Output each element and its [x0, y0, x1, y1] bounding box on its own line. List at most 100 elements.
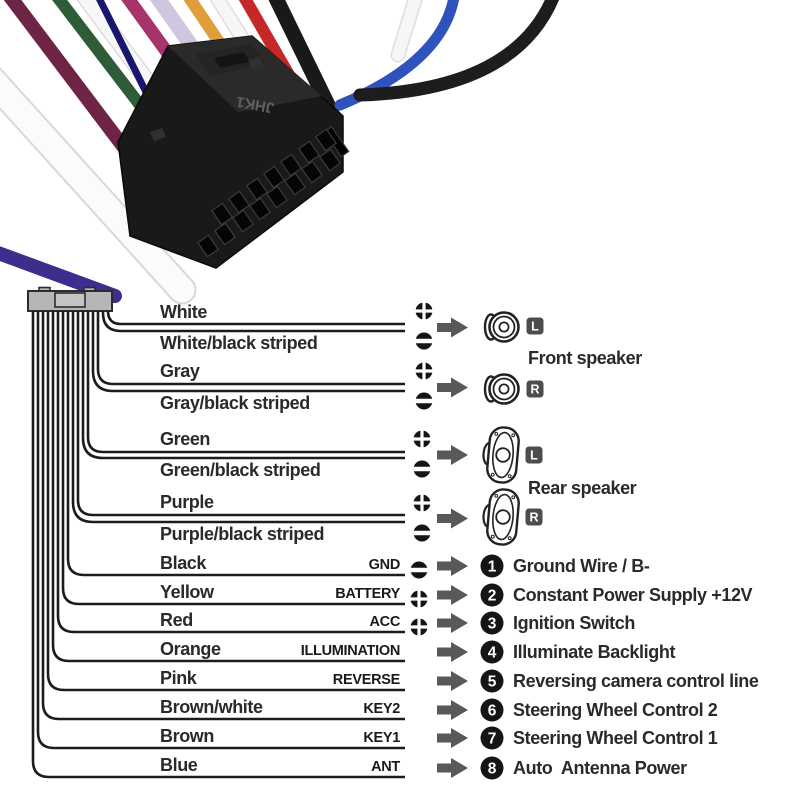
- pin-hole: [318, 148, 342, 172]
- pin-hole: [262, 165, 286, 189]
- wire-line-white: [106, 310, 405, 326]
- wire-label: Green/black striped: [160, 460, 320, 480]
- pin-hole: [300, 160, 324, 184]
- connector-photo-body: JHK1: [117, 35, 350, 269]
- wire-line-green: [86, 311, 405, 454]
- right-channel-badge: R: [525, 508, 543, 526]
- minus-icon: [413, 524, 431, 542]
- pin-hole: [248, 197, 272, 221]
- wire-label: Red: [160, 610, 193, 630]
- number-circle: [480, 726, 504, 750]
- number-circle: [480, 583, 504, 607]
- front-speaker-right-icon: [483, 373, 520, 405]
- symbol-tab: [54, 292, 86, 308]
- terminal-label: GND: [369, 557, 400, 573]
- connector-marking-text: JHK1: [235, 93, 276, 116]
- number-text: 4: [488, 645, 497, 662]
- plus-icon: [413, 494, 431, 512]
- function-row: 7 Steering Wheel Control 1: [480, 726, 718, 750]
- wire-line-yellow: [61, 311, 405, 606]
- function-list: 1 Ground Wire / B- 2 Constant Power Supp…: [480, 554, 759, 780]
- pin-hole: [213, 222, 237, 246]
- plus-icon: [413, 430, 431, 448]
- badge-letter: L: [531, 320, 539, 334]
- wire-line-green-black: [81, 311, 405, 460]
- connector-clip-left: [150, 128, 166, 141]
- speaker-icons: [482, 311, 520, 546]
- number-text: 5: [488, 674, 497, 691]
- number-text: 6: [488, 703, 497, 720]
- number-text: 2: [488, 588, 497, 605]
- wire-line-brown: [36, 311, 405, 750]
- wire-label: Brown: [160, 726, 214, 746]
- rear-speaker-label: Rear speaker: [528, 478, 637, 498]
- arrow-icon: [437, 377, 468, 398]
- badge-letter: L: [530, 449, 538, 463]
- function-text: Constant Power Supply +12V: [513, 585, 753, 605]
- arrow-icon: [437, 758, 468, 778]
- harness-connector-symbol: [27, 286, 113, 312]
- arrow-icon: [437, 642, 468, 662]
- wire-lines: [31, 310, 405, 779]
- plus-icon: [415, 302, 433, 320]
- minus-icon: [410, 561, 428, 579]
- function-text: Steering Wheel Control 1: [513, 728, 718, 748]
- arrow-icon: [437, 700, 468, 720]
- pin-hole: [297, 140, 321, 164]
- plus-icon: [410, 590, 428, 608]
- wire-label: Gray/black striped: [160, 393, 310, 413]
- arrow-icon: [437, 445, 468, 465]
- pin-hole: [314, 128, 338, 152]
- function-text: Auto Antenna Power: [513, 758, 687, 778]
- wire-label: Orange: [160, 639, 221, 659]
- terminal-labels: GND BATTERY ACC ILLUMINATION REVERSE KEY…: [301, 557, 401, 775]
- wire-line-black: [66, 311, 405, 577]
- arrow-icon: [437, 556, 468, 576]
- front-speaker-label: Front speaker: [528, 348, 642, 368]
- function-row: 8 Auto Antenna Power: [480, 756, 688, 780]
- connector-clip-right: [248, 57, 264, 69]
- number-circle: [480, 756, 504, 780]
- wire-label: Gray: [160, 361, 200, 381]
- number-text: 7: [488, 731, 497, 748]
- wire-label: Yellow: [160, 582, 215, 602]
- function-row: 2 Constant Power Supply +12V: [480, 583, 753, 607]
- number-circle: [480, 554, 504, 578]
- badge-letter: R: [530, 383, 539, 397]
- purple-wire: [0, 246, 122, 303]
- pin-holes-back-row: [210, 128, 338, 226]
- rear-speaker-left-icon: [482, 426, 520, 484]
- number-text: 1: [488, 559, 497, 576]
- pin-holes-front-row: [196, 148, 342, 258]
- arrow-icon: [437, 671, 468, 691]
- function-row: 5 Reversing camera control line: [480, 669, 759, 693]
- minus-icon: [415, 332, 433, 350]
- wire-line-white-black: [101, 311, 405, 333]
- wire-line-gray: [96, 311, 405, 386]
- wire-line-orange: [51, 311, 405, 663]
- function-text: Reversing camera control line: [513, 671, 759, 691]
- wire-line-pink: [46, 311, 405, 692]
- big-white-wire: [0, 69, 195, 303]
- number-circle: [480, 698, 504, 722]
- front-speaker-left-icon: [483, 311, 520, 343]
- pin-hole: [265, 185, 289, 209]
- function-row: 1 Ground Wire / B-: [480, 554, 650, 578]
- wire-line-red: [56, 311, 405, 634]
- polarity-icons: [410, 302, 433, 636]
- wire-label: Blue: [160, 755, 198, 775]
- wire-label: Pink: [160, 668, 198, 688]
- wire-line-gray-black: [91, 311, 405, 393]
- wire-label: Green: [160, 429, 210, 449]
- right-channel-badge: R: [526, 380, 544, 398]
- pin-hole: [279, 153, 303, 177]
- black-wire-2: [353, 0, 559, 102]
- minus-icon: [415, 392, 433, 410]
- pin-hole: [196, 234, 220, 258]
- left-channel-badge: L: [526, 317, 544, 335]
- terminal-label: KEY1: [363, 730, 400, 746]
- wire-label: Purple: [160, 492, 214, 512]
- function-text: Illuminate Backlight: [513, 642, 675, 662]
